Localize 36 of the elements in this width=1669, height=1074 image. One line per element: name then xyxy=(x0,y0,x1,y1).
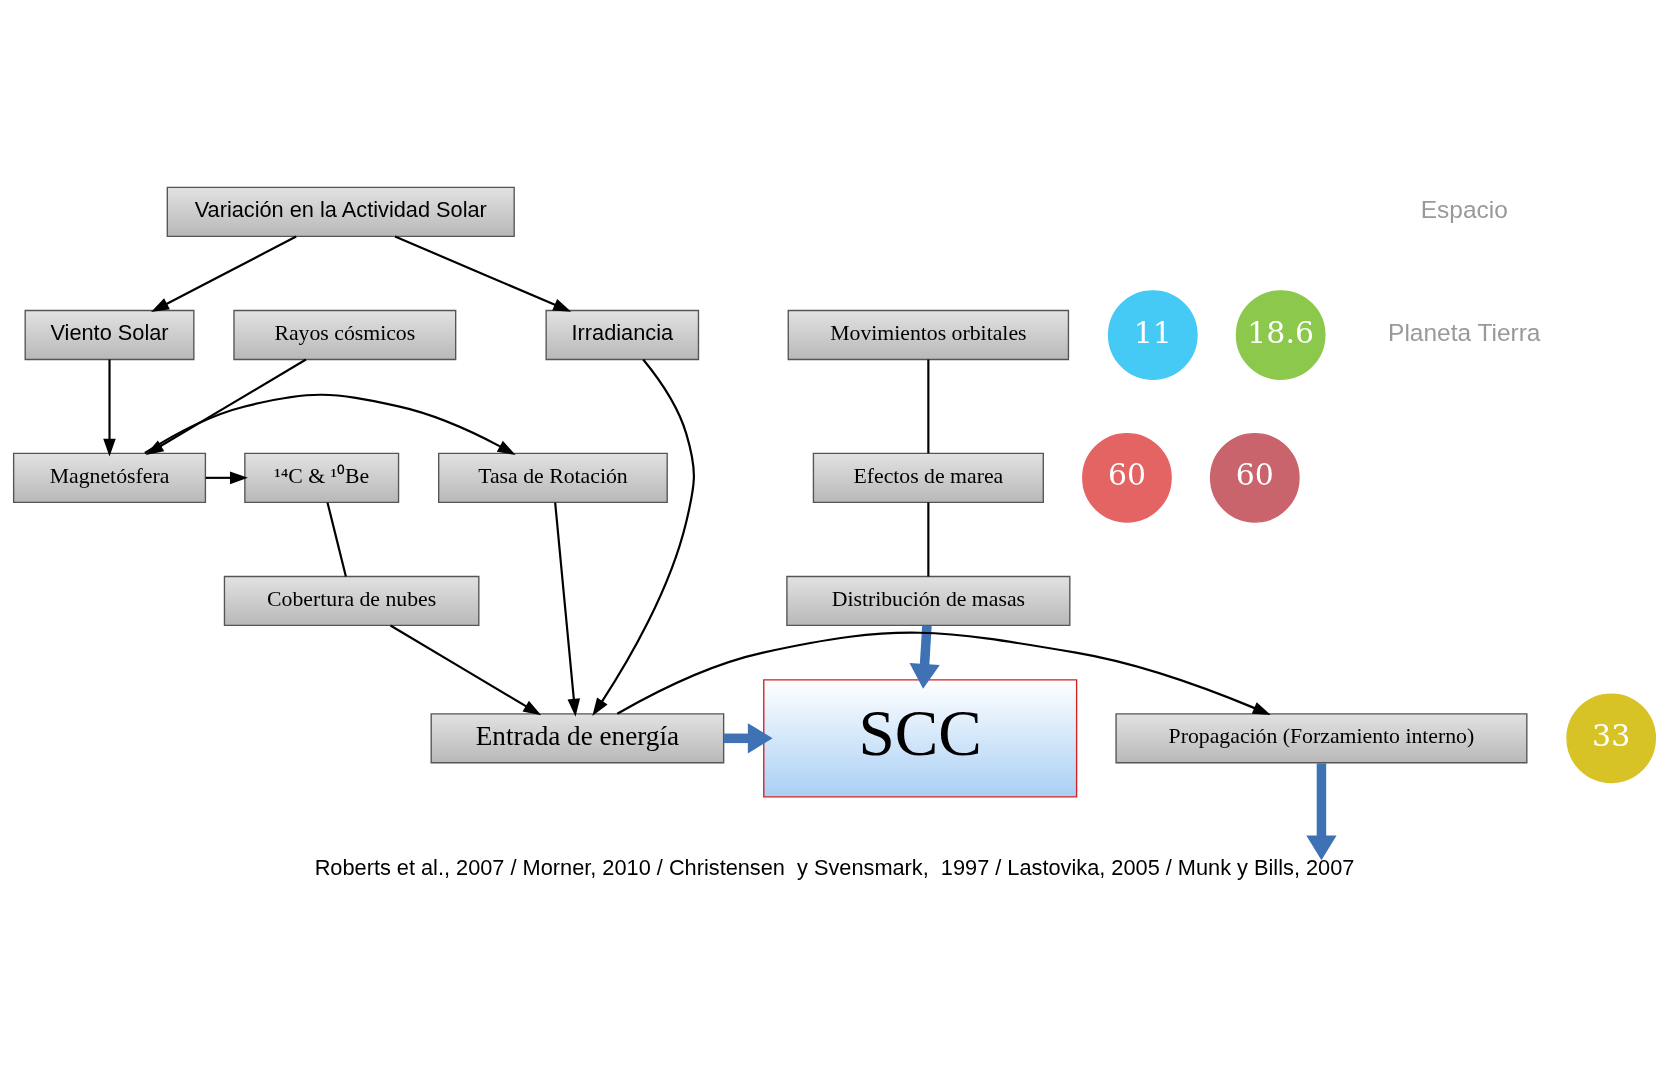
arrow xyxy=(389,624,542,715)
node-box: Viento Solar xyxy=(24,309,195,360)
node-box: Entrada de energía xyxy=(430,712,725,763)
caption: Roberts et al., 2007 / Morner, 2010 / Christensen y Svensmark, 1997 / Lastovika, 2005 / Munk y Bills, 2007 xyxy=(314,854,1355,880)
node-box: Variación en la Actividad Solar xyxy=(166,186,515,237)
node-circle: 60 xyxy=(1082,432,1172,523)
connector xyxy=(326,501,347,577)
arrow xyxy=(394,235,572,312)
arrow xyxy=(554,501,581,717)
arrow xyxy=(592,358,695,716)
connector xyxy=(927,359,930,453)
node-box: Cobertura de nubes xyxy=(223,575,480,626)
node-box: Tasa de Rotación xyxy=(438,452,668,503)
arrow xyxy=(205,471,248,484)
node-box: Rayos cósmicos xyxy=(233,309,457,360)
node-circle: 11 xyxy=(1107,289,1198,380)
arrow xyxy=(151,235,297,312)
node-box: Irradiancia xyxy=(545,309,700,360)
arrow xyxy=(103,359,116,457)
label: Espacio xyxy=(1420,195,1508,223)
arrow xyxy=(616,631,1271,715)
node-box: Propagación (Forzamiento interno) xyxy=(1115,712,1528,763)
label: Planeta Tierra xyxy=(1388,318,1541,346)
node-box: ¹⁴C & ¹⁰Be xyxy=(244,452,400,503)
node-circle: 33 xyxy=(1566,692,1657,783)
node-box: SCC xyxy=(763,678,1078,797)
node-box: Distribución de masas xyxy=(786,575,1071,626)
node-box: Efectos de marea xyxy=(812,452,1044,503)
arrow xyxy=(724,722,773,753)
node-box: Magnetósfera xyxy=(12,452,207,503)
arrow xyxy=(1306,762,1337,860)
node-circle: 60 xyxy=(1209,432,1300,523)
arrow xyxy=(909,624,940,689)
connector xyxy=(927,501,930,576)
node-circle: 18.6 xyxy=(1235,289,1326,380)
node-box: Movimientos orbitales xyxy=(787,309,1070,360)
